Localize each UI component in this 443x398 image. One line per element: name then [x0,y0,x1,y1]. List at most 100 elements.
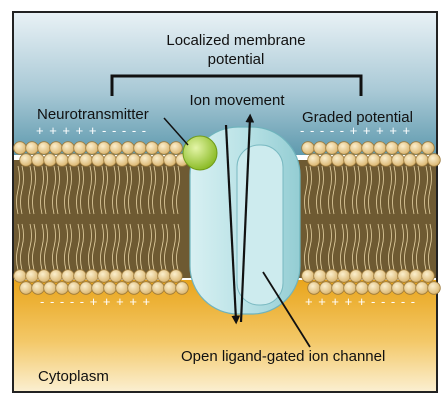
lipid-head [134,270,147,283]
lipid-head [110,270,123,283]
lipid-head [32,282,45,295]
lipid-head [62,270,75,283]
lipid-head [368,282,381,295]
lipid-head [146,270,159,283]
lipid-head [80,154,93,167]
lipid-head [308,282,321,295]
charge-inner-left: - - - - - + + + + + [40,294,151,309]
lipid-head [44,154,57,167]
lipid-head [14,270,27,283]
lipid-head [164,282,177,295]
label-channel: Open ligand-gated ion channel [181,348,385,365]
lipid-head [122,142,135,155]
label-title-line1: Localized membrane [166,32,305,49]
lipid-head [146,142,159,155]
lipid-head [176,282,189,295]
lipid-head [14,142,27,155]
lipid-head [350,142,363,155]
label-cytoplasm: Cytoplasm [38,368,109,385]
lipid-head [320,154,333,167]
lipid-head [170,270,183,283]
lipid-head [314,270,327,283]
lipid-head [86,270,99,283]
lipid-head [26,142,39,155]
lipid-head [98,142,111,155]
lipid-head [374,270,387,283]
lipid-head [362,142,375,155]
lipid-head [362,270,375,283]
lipid-head [386,142,399,155]
lipid-head [314,142,327,155]
lipid-head [416,282,429,295]
lipid-head [170,142,183,155]
lipid-head [368,154,381,167]
lipid-head [38,142,51,155]
lipid-head [104,154,117,167]
lipid-head [116,282,129,295]
lipid-head [158,142,171,155]
lipid-head [338,142,351,155]
lipid-head [110,142,123,155]
label-title-line2: potential [208,51,265,68]
lipid-head [20,154,33,167]
lipid-head [122,270,135,283]
lipid-head [302,270,315,283]
lipid-head [140,282,153,295]
lipid-head [326,270,339,283]
lipid-head [410,270,423,283]
lipid-head [380,154,393,167]
lipid-head [308,154,321,167]
lipid-head [116,154,129,167]
lipid-head [428,154,441,167]
lipid-head [104,282,117,295]
lipid-head [344,282,357,295]
lipid-head [344,154,357,167]
lipid-head [422,270,435,283]
lipid-head [128,154,141,167]
lipid-head [140,154,153,167]
lipid-head [44,282,57,295]
lipid-head [320,282,333,295]
lipid-head [398,270,411,283]
lipid-head [158,270,171,283]
label-neurotransmitter: Neurotransmitter [37,106,149,123]
lipid-head [80,282,93,295]
lipid-head [374,142,387,155]
lipid-head [128,282,141,295]
lipid-head [422,142,435,155]
lipid-head [428,282,441,295]
lipid-head [350,270,363,283]
lipid-head [74,142,87,155]
lipid-head [32,154,45,167]
lipid-head [332,154,345,167]
lipid-head [56,154,69,167]
lipid-head [332,282,345,295]
lipid-head [98,270,111,283]
lipid-head [404,282,417,295]
lipid-head [302,142,315,155]
charge-inner-right: + + + + + - - - - - [305,294,416,309]
lipid-head [416,154,429,167]
label-graded-potential: Graded potential [302,109,413,126]
lipid-head [68,282,81,295]
lipid-head [152,282,165,295]
lipid-head [356,282,369,295]
lipid-head [56,282,69,295]
lipid-head [38,270,51,283]
lipid-head [134,142,147,155]
charge-outer-left: + + + + + - - - - - [36,123,147,138]
lipid-head [386,270,399,283]
lipid-head [356,154,369,167]
lipid-head [62,142,75,155]
lipid-head [50,142,63,155]
lipid-head [92,282,105,295]
lipid-head [338,270,351,283]
lipid-head [392,154,405,167]
lipid-head [50,270,63,283]
lipid-head [68,154,81,167]
lipid-head [326,142,339,155]
lipid-head [74,270,87,283]
label-ion-movement: Ion movement [189,92,285,109]
lipid-head [26,270,39,283]
